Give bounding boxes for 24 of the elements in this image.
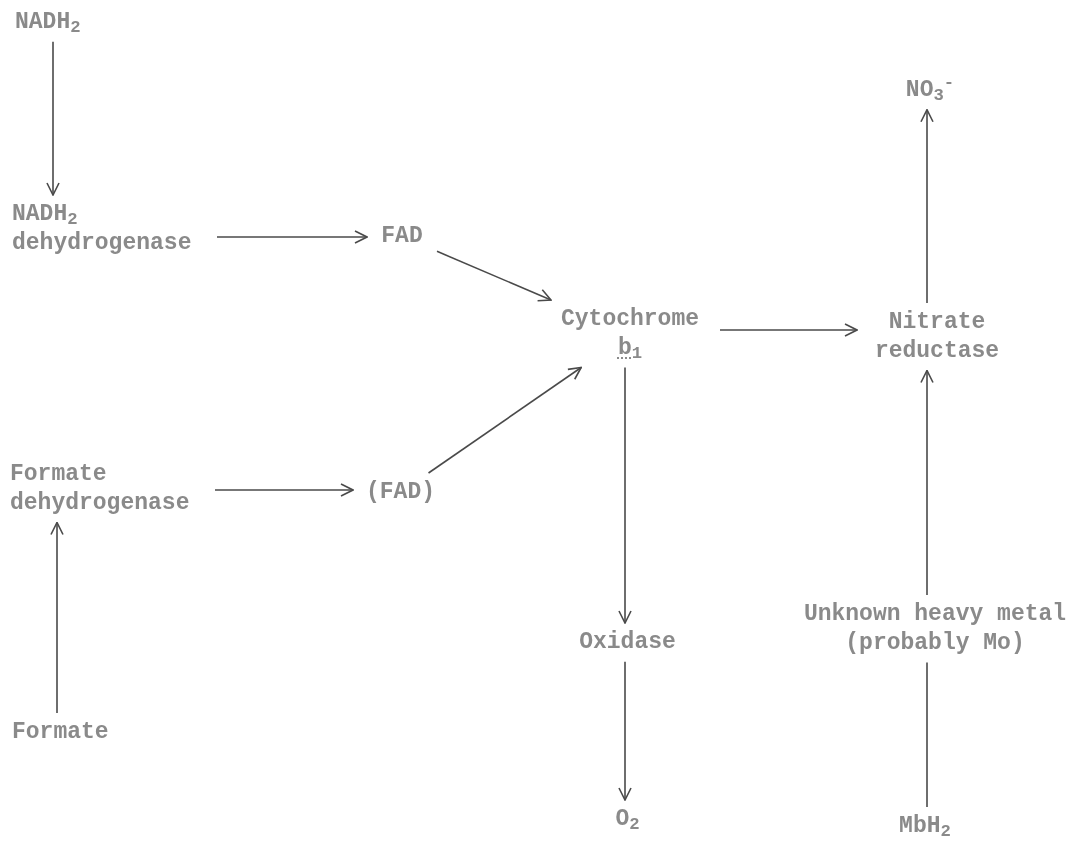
node-label: Unknown heavy metal (probably Mo) [803, 601, 1067, 656]
node-label: (FAD) [366, 479, 435, 505]
arrow [920, 108, 934, 304]
arrow [618, 660, 632, 801]
arrow [436, 250, 552, 302]
node-label: Nitrate reductase [874, 309, 1000, 364]
node-label: MbH$_{2}$ [899, 813, 951, 839]
arrow [50, 521, 64, 714]
arrow [216, 230, 368, 244]
arrow [46, 40, 60, 196]
node-label: FAD [381, 223, 423, 249]
arrow [214, 483, 354, 497]
node-label: Oxidase [579, 629, 676, 655]
node-label: NADH$_{2}$ [15, 9, 81, 35]
node-label: O$_{2}$ [615, 806, 640, 832]
arrow [920, 369, 934, 596]
node-label: Formate [12, 719, 109, 745]
arrow [719, 323, 858, 337]
node-label: NADH$_{2}$ dehydrogenase [12, 201, 192, 256]
arrow [427, 366, 582, 474]
node-label: b$_{1}$ [617, 334, 643, 361]
node-label: Formate dehydrogenase [10, 461, 190, 516]
arrow [618, 366, 632, 624]
node-label: Cytochrome [561, 306, 699, 332]
